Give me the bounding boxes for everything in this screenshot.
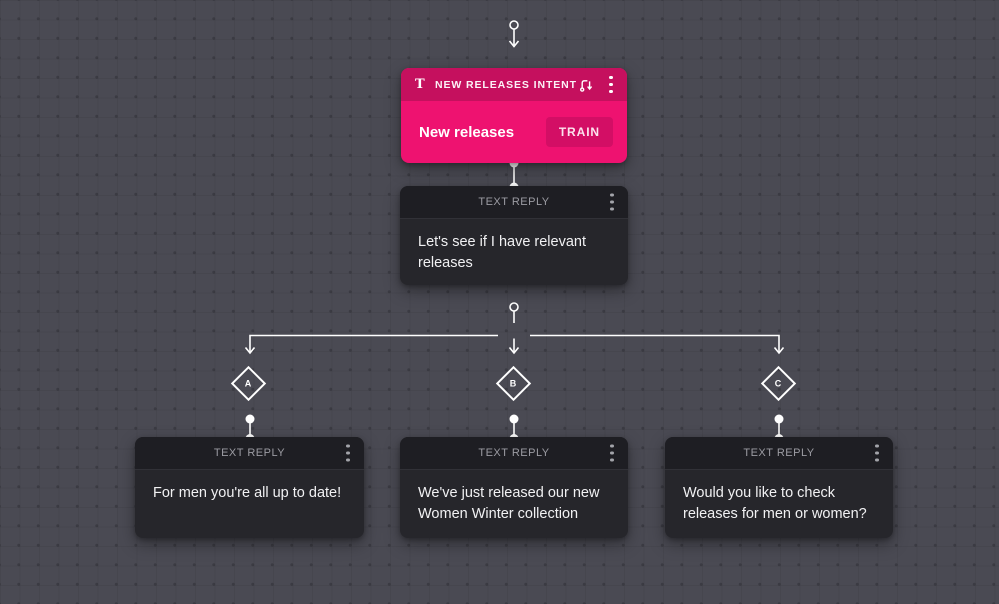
text-reply-node-a[interactable]: TEXT REPLY For men you're all up to date… <box>135 437 364 538</box>
branch-c-output-port[interactable] <box>774 414 784 424</box>
flow-start-arrow-icon <box>508 40 520 48</box>
intent-utterance-text: New releases <box>419 123 515 141</box>
branch-condition-c[interactable]: C <box>760 365 797 402</box>
kebab-menu-icon[interactable] <box>603 74 619 95</box>
branch-a-output-port[interactable] <box>245 414 255 424</box>
intent-node-title: NEW RELEASES INTENT <box>435 78 577 91</box>
train-button[interactable]: TRAIN <box>545 117 613 147</box>
branch-arrow-a-icon <box>244 346 256 355</box>
reply-message-text: We've just released our new Women Winter… <box>418 485 600 522</box>
flow-start-port[interactable] <box>509 20 519 30</box>
reply-node-title: TEXT REPLY <box>478 447 550 459</box>
branch-condition-a[interactable]: A <box>230 365 267 402</box>
branch-arrow-b-icon <box>508 346 520 355</box>
kebab-menu-icon[interactable] <box>604 443 620 464</box>
branch-arrow-c-icon <box>773 346 785 355</box>
reply-message-text: For men you're all up to date! <box>153 485 342 501</box>
branch-root-port[interactable] <box>509 302 519 312</box>
kebab-menu-icon[interactable] <box>340 443 356 464</box>
kebab-menu-icon[interactable] <box>604 192 620 213</box>
intent-node-header: T NEW RELEASES INTENT <box>401 68 627 101</box>
reply-node-header: TEXT REPLY <box>135 437 364 470</box>
branch-condition-b[interactable]: B <box>495 365 532 402</box>
branch-b-output-port[interactable] <box>509 414 519 424</box>
reply-message-text: Would you like to check releases for men… <box>683 485 867 522</box>
intent-node[interactable]: T NEW RELEASES INTENT New releases TRAIN <box>401 68 627 163</box>
text-type-icon: T <box>415 77 425 92</box>
intent-node-body: New releases TRAIN <box>401 101 627 163</box>
reply-node-title: TEXT REPLY <box>213 447 286 459</box>
reply-node-header: TEXT REPLY <box>400 437 628 470</box>
kebab-menu-icon[interactable] <box>869 443 885 464</box>
branch-rail-left <box>249 334 498 352</box>
reply-node-title: TEXT REPLY <box>478 196 550 208</box>
flow-connections-icon[interactable] <box>579 78 595 92</box>
text-reply-node-b[interactable]: TEXT REPLY We've just released our new W… <box>400 437 628 538</box>
reply-node-title: TEXT REPLY <box>743 447 815 459</box>
branch-label: B <box>510 378 517 389</box>
branch-label: C <box>775 378 782 389</box>
text-reply-node-main[interactable]: TEXT REPLY Let's see if I have relevant … <box>400 186 628 285</box>
reply-message-text: Let's see if I have relevant releases <box>418 234 587 271</box>
reply-node-header: TEXT REPLY <box>665 437 893 470</box>
reply-node-header: TEXT REPLY <box>400 186 628 219</box>
branch-label: A <box>245 378 252 389</box>
text-reply-node-c[interactable]: TEXT REPLY Would you like to check relea… <box>665 437 893 538</box>
branch-rail-right <box>530 334 780 352</box>
